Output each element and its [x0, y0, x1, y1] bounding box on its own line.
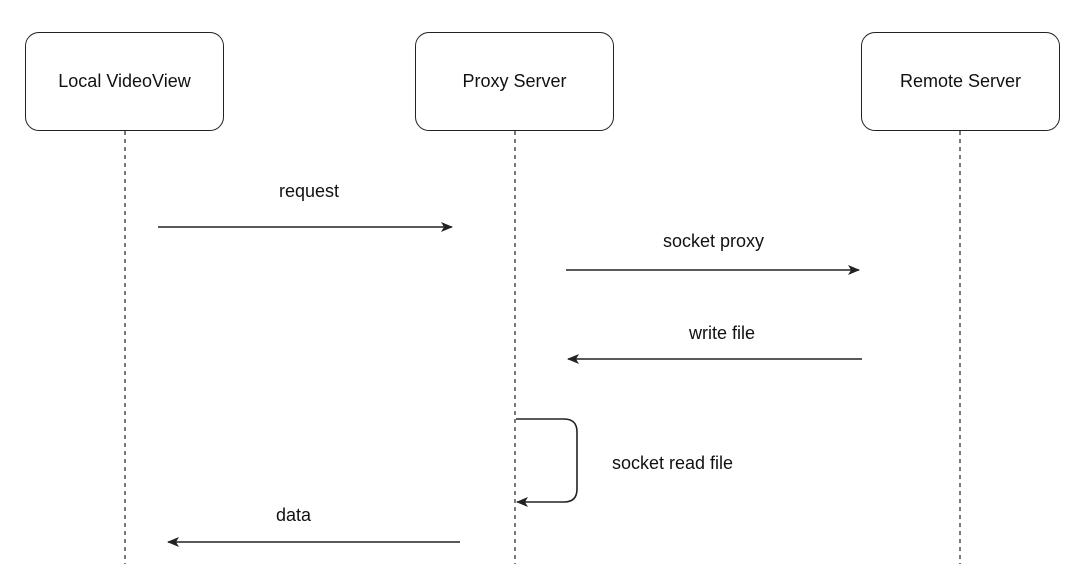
- arrow-socket-read-file: [516, 418, 578, 507]
- participant-local-videoview: Local VideoView: [25, 32, 224, 131]
- label-data: data: [276, 505, 312, 525]
- label-write-file: write file: [689, 323, 756, 343]
- label-socket-read-file: socket read file: [612, 453, 734, 473]
- participant-label: Local VideoView: [58, 71, 191, 91]
- participant-label: Remote Server: [899, 71, 1022, 91]
- label-request: request: [279, 181, 340, 201]
- participant-label: Proxy Server: [462, 71, 567, 91]
- participant-remote-server: Remote Server: [861, 32, 1060, 131]
- label-socket-proxy: socket proxy: [663, 231, 765, 251]
- participant-proxy-server: Proxy Server: [415, 32, 614, 131]
